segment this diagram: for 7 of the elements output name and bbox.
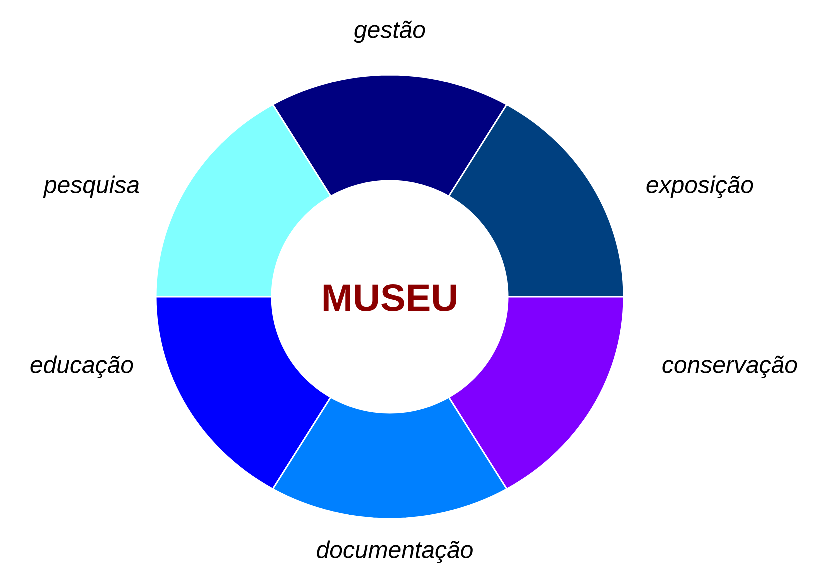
segment-label: gestão — [354, 20, 426, 44]
segment-label: exposição — [646, 176, 754, 198]
segment-label: conservação — [662, 356, 798, 378]
segment-label: pesquisa — [43, 176, 140, 198]
segment-label: documentação — [317, 540, 473, 564]
segment-label: educação — [30, 356, 134, 378]
center-title: MUSEU — [324, 284, 456, 312]
